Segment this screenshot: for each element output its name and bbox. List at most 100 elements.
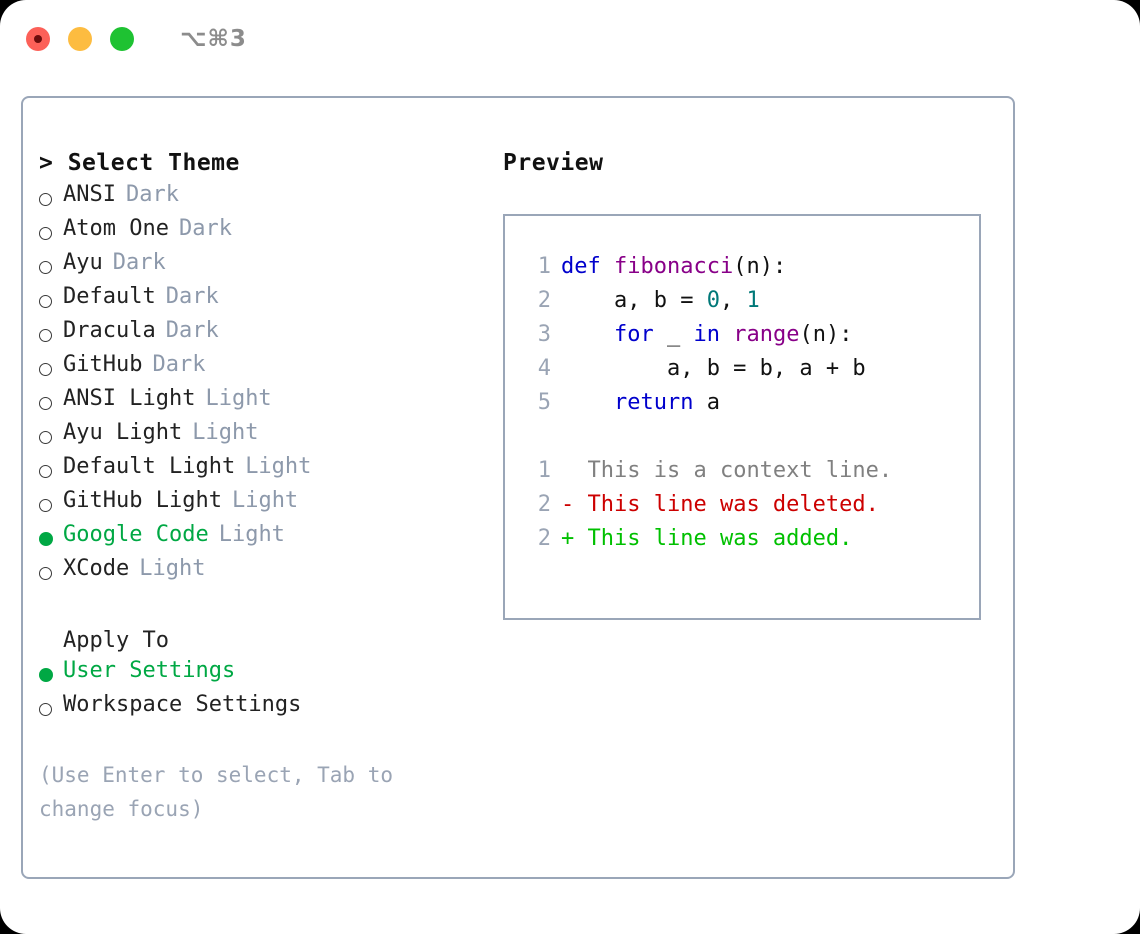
code-token-pun: a, b = (561, 288, 707, 313)
radio-dot (39, 668, 53, 682)
minimize-button[interactable] (68, 27, 92, 51)
theme-option-label: ANSI (63, 182, 116, 207)
theme-option-default-light[interactable]: Default Light Light (39, 454, 503, 488)
theme-option-tag: Light (231, 488, 299, 513)
theme-option-label: Ayu (63, 250, 103, 275)
theme-option-tag: Light (218, 522, 285, 547)
radio-dot (39, 464, 52, 478)
radio-selected-icon (39, 658, 63, 692)
code-token-pun: a (706, 390, 720, 415)
diff-line-text: This is a context line. (561, 458, 893, 483)
theme-option-tag: Dark (178, 216, 232, 241)
code-line-number: 2 (537, 288, 551, 313)
theme-option-atom-one[interactable]: Atom One Dark (39, 216, 503, 250)
theme-option-tag: Light (205, 386, 272, 411)
radio-unselected-icon (39, 488, 63, 522)
theme-option-label: Dracula (63, 318, 156, 343)
theme-option-tag: Light (245, 454, 312, 479)
diff-line-add: 2 + This line was added. (519, 526, 979, 560)
maximize-button[interactable] (110, 27, 134, 51)
theme-option-label: XCode (63, 556, 130, 581)
radio-unselected-icon (39, 352, 63, 386)
code-line: 4 a, b = b, a + b (519, 356, 979, 390)
theme-option-tag: Light (192, 420, 259, 445)
code-token-kw: def (561, 254, 614, 279)
radio-unselected-icon (39, 216, 63, 250)
radio-unselected-icon (39, 692, 63, 726)
code-line-number: 3 (537, 322, 551, 347)
apply-to-option-label: User Settings (63, 658, 236, 683)
diff-line-content: This line was deleted. (587, 492, 879, 517)
radio-dot (39, 226, 52, 240)
code-line-text: return a (561, 390, 720, 415)
radio-unselected-icon (39, 284, 63, 318)
code-token-kw: for (561, 322, 667, 347)
theme-option-label: Google Code (63, 522, 209, 547)
diff-marker: + (561, 526, 588, 551)
close-button[interactable] (26, 27, 50, 51)
diff-line-number: 1 (537, 458, 551, 483)
code-token-kw: return (561, 390, 707, 415)
code-line: 2 a, b = 0, 1 (519, 288, 979, 322)
radio-unselected-icon (39, 318, 63, 352)
diff-line-number: 2 (537, 526, 551, 551)
code-diff-spacer (519, 424, 979, 458)
radio-unselected-icon (39, 556, 63, 590)
radio-dot (39, 362, 52, 376)
radio-unselected-icon (39, 250, 63, 284)
diff-line-number: 2 (537, 492, 551, 517)
diff-line-text: - This line was deleted. (561, 492, 879, 517)
diff-marker (561, 458, 588, 483)
code-line-text: a, b = 0, 1 (561, 288, 760, 313)
radio-unselected-icon (39, 454, 63, 488)
apply-to-option-label: Workspace Settings (63, 692, 302, 717)
apply-to-option-workspace-settings[interactable]: Workspace Settings (39, 692, 503, 726)
theme-option-ansi[interactable]: ANSI Dark (39, 182, 503, 216)
radio-dot (39, 498, 52, 512)
radio-dot (39, 430, 52, 444)
theme-option-tag: Dark (165, 284, 219, 309)
diff-line-content: This line was added. (587, 526, 853, 551)
keyboard-shortcut-label: ⌥⌘3 (180, 26, 247, 52)
code-line-text: a, b = b, a + b (561, 356, 866, 381)
theme-option-tag: Dark (112, 250, 166, 275)
theme-option-label: Default Light (63, 454, 236, 479)
radio-dot (39, 532, 53, 546)
theme-option-ayu[interactable]: Ayu Dark (39, 250, 503, 284)
code-line-number: 5 (537, 390, 551, 415)
theme-option-dracula[interactable]: Dracula Dark (39, 318, 503, 352)
radio-dot (39, 396, 52, 410)
theme-option-tag: Dark (152, 352, 206, 377)
diff-marker: - (561, 492, 588, 517)
radio-unselected-icon (39, 182, 63, 216)
code-token-num: 1 (746, 288, 760, 313)
radio-dot (39, 260, 52, 274)
code-token-kw: in (693, 322, 734, 347)
theme-option-tag: Dark (165, 318, 219, 343)
radio-dot (39, 294, 52, 308)
window-controls (26, 27, 134, 51)
theme-option-google-code[interactable]: Google Code Light (39, 522, 503, 556)
radio-unselected-icon (39, 420, 63, 454)
code-token-pun: (n): (799, 322, 853, 347)
code-token-pun: , (719, 288, 747, 313)
theme-option-label: Atom One (63, 216, 169, 241)
theme-option-tag: Dark (125, 182, 179, 207)
code-line: 5 return a (519, 390, 979, 424)
apply-to-option-user-settings[interactable]: User Settings (39, 658, 503, 692)
code-line-number: 4 (537, 356, 551, 381)
diff-line-del: 2- This line was deleted. (519, 492, 979, 526)
preview-heading: Preview (503, 150, 604, 176)
select-theme-heading: > Select Theme (39, 150, 240, 176)
